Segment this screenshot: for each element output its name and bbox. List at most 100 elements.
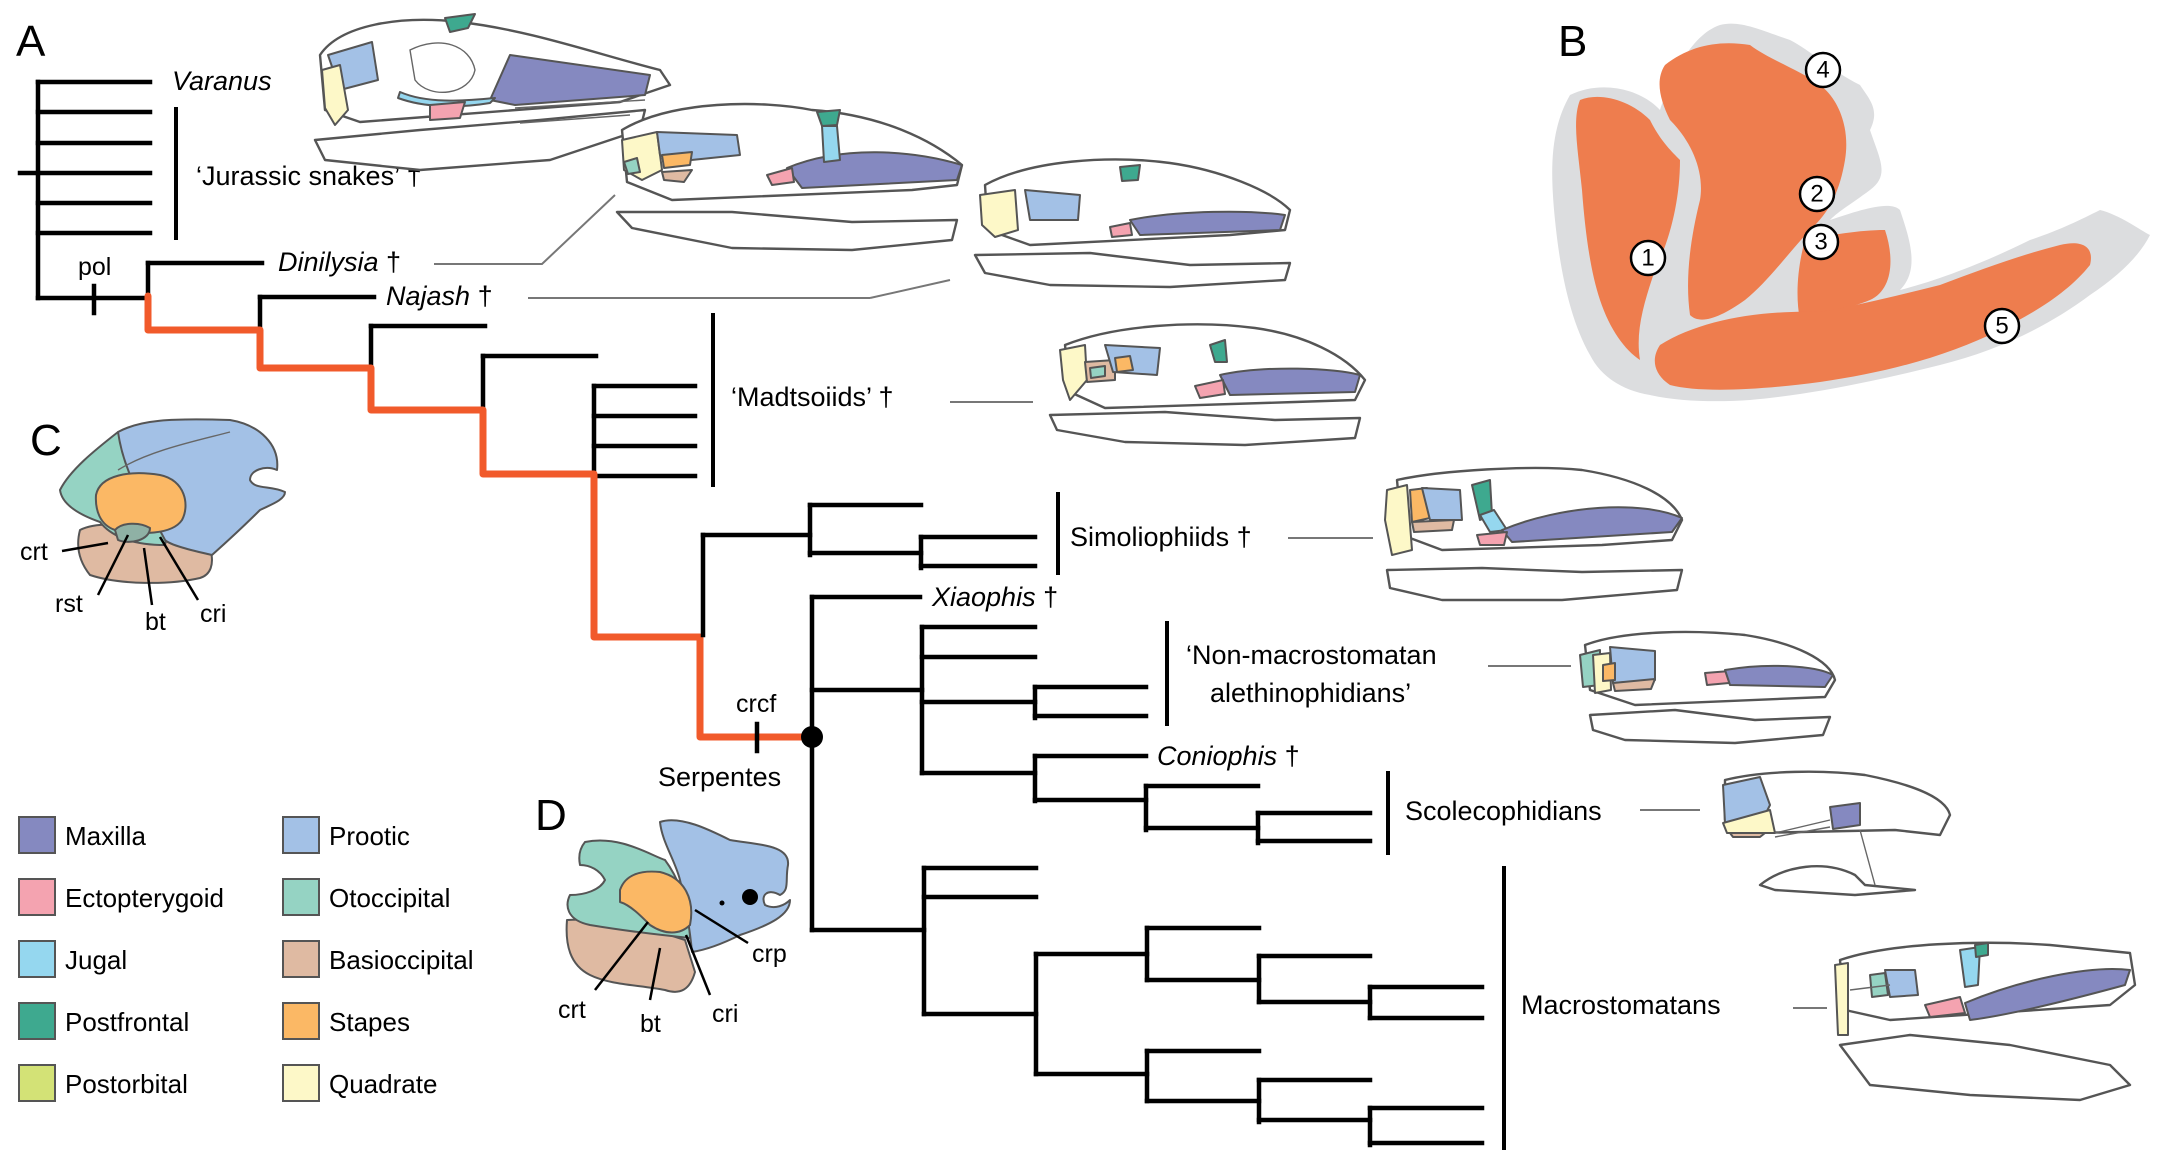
legend-swatch-jugal <box>18 940 56 978</box>
character-label-crcf: crcf <box>736 690 776 718</box>
label-bt: bt <box>640 1010 661 1038</box>
leader-bt <box>648 947 662 1001</box>
leader-line-dinilysia <box>434 194 616 265</box>
legend-item-jugal: Jugal <box>18 940 127 978</box>
legend-swatch-basioccipital <box>282 940 320 978</box>
taxon-label-nonmacro-line2: alethinophidians’ <box>1210 678 1411 708</box>
legend-item-prootic: Prootic <box>282 816 410 854</box>
leader-crt <box>594 921 649 991</box>
skull-nonmacrostomatan <box>1579 630 1837 745</box>
skull-varanus <box>313 13 672 172</box>
prootic-crest <box>117 431 231 471</box>
phylogenetic-tree: pol crcf <box>17 66 1827 1150</box>
stapes-footplate <box>94 472 187 534</box>
panel-letter-b: B <box>1558 17 1587 66</box>
panel-letter-c: C <box>30 416 62 465</box>
legend-label-postfrontal: Postfrontal <box>65 1007 189 1037</box>
leader-line-najash-end <box>869 279 951 299</box>
legend-swatch-postfrontal <box>18 1002 56 1040</box>
legend-label-maxilla: Maxilla <box>65 821 146 851</box>
marker-number: 4 <box>1816 57 1829 84</box>
label-crp: crp <box>752 940 787 968</box>
taxon-label-simoliophiids: Simoliophiids † <box>1070 522 1252 552</box>
marker-number: 3 <box>1814 229 1827 256</box>
fossil-bone-2 <box>1659 43 1847 320</box>
extinct-dagger: † <box>386 247 401 277</box>
taxon-label-varanus: Varanus <box>172 66 272 96</box>
legend-item-quadrate: Quadrate <box>282 1064 437 1102</box>
extinct-dagger: † <box>1043 582 1058 612</box>
panel-letter-a: A <box>16 17 46 66</box>
legend-label-basioccipital: Basioccipital <box>329 945 474 975</box>
legend-label-jugal: Jugal <box>65 945 127 975</box>
legend-swatch-stapes <box>282 1002 320 1040</box>
taxon-label-xiaophis: Xiaophis † <box>931 582 1058 612</box>
fossil-bone-1 <box>1576 96 1680 360</box>
legend-item-maxilla: Maxilla <box>18 816 146 854</box>
taxon-label-nonmacro-line1: ‘Non-macrostomatan <box>1186 640 1437 670</box>
legend-item-basioccipital: Basioccipital <box>282 940 474 978</box>
character-label-pol: pol <box>78 253 111 281</box>
legend-item-postorbital: Postorbital <box>18 1064 188 1102</box>
extinct-dagger: † <box>478 281 493 311</box>
taxon-name-dinilysia: Dinilysia <box>278 247 379 277</box>
taxon-label-madtsoiids: ‘Madtsoiids’ † <box>731 382 894 412</box>
fossil-bone-5 <box>1654 243 2091 390</box>
legend-label-prootic: Prootic <box>329 821 410 851</box>
foramen-small <box>719 900 725 906</box>
node-label-serpentes: Serpentes <box>658 762 781 792</box>
skull-madtsoiid <box>1048 323 1367 447</box>
taxon-name-coniophis: Coniophis <box>1157 741 1277 771</box>
legend-item-otoccipital: Otoccipital <box>282 878 450 916</box>
taxon-label-macrostomatans: Macrostomatans <box>1521 990 1721 1020</box>
skull-dinilysia <box>615 102 964 252</box>
skull-scolecophidian <box>1722 770 1952 897</box>
leader-crt <box>61 541 109 553</box>
legend-swatch-quadrate <box>282 1064 320 1102</box>
legend-item-ectopterygoid: Ectopterygoid <box>18 878 224 916</box>
legend-label-stapes: Stapes <box>329 1007 410 1037</box>
legend-item-stapes: Stapes <box>282 1002 410 1040</box>
fossil-marker-2: 2 <box>1798 175 1836 213</box>
stapes-footplate <box>619 870 693 934</box>
taxon-label-dinilysia: Dinilysia † <box>278 247 401 277</box>
extinct-dagger: † <box>1285 741 1300 771</box>
legend-swatch-otoccipital <box>282 878 320 916</box>
label-cri: cri <box>712 1000 738 1028</box>
panel-c-braincase: crt rst bt cri <box>20 418 286 636</box>
label-cri: cri <box>200 600 226 628</box>
legend-label-postorbital: Postorbital <box>65 1069 188 1099</box>
bone-color-legend: MaxillaEctopterygoidJugalPostfrontalPost… <box>18 816 474 1102</box>
marker-number: 2 <box>1810 181 1823 208</box>
label-crt: crt <box>558 996 586 1024</box>
legend-swatch-postorbital <box>18 1064 56 1102</box>
panel-d-braincase: crt bt cri crp <box>558 819 791 1038</box>
legend-swatch-ectopterygoid <box>18 878 56 916</box>
fossil-marker-3: 3 <box>1802 223 1840 261</box>
taxon-name-najash: Najash <box>386 281 470 311</box>
panel-letter-d: D <box>535 791 567 840</box>
legend-swatch-prootic <box>282 816 320 854</box>
leader-crp <box>694 908 749 945</box>
leader-cri <box>158 536 200 601</box>
marker-number: 5 <box>1995 313 2008 340</box>
label-rst: rst <box>55 590 83 618</box>
fossil-marker-5: 5 <box>1983 307 2021 345</box>
skull-simoliophiid <box>1384 466 1684 602</box>
marker-number: 1 <box>1641 245 1654 272</box>
serpentes-node-dot <box>801 726 823 748</box>
legend-swatch-maxilla <box>18 816 56 854</box>
highlighted-stem-lineage <box>144 292 810 741</box>
legend-label-ectopterygoid: Ectopterygoid <box>65 883 224 913</box>
taxon-label-scolecophidians: Scolecophidians <box>1405 796 1602 826</box>
label-crt: crt <box>20 538 48 566</box>
leader-bt <box>142 547 154 606</box>
taxon-label-najash: Najash † <box>386 281 493 311</box>
leader-cri <box>684 934 712 996</box>
taxon-label-coniophis: Coniophis † <box>1157 741 1300 771</box>
skull-macrostomatan <box>1834 941 2137 1102</box>
foramen-large <box>742 889 758 905</box>
fossil-marker-1: 1 <box>1629 239 1667 277</box>
leader-rst <box>96 534 130 596</box>
